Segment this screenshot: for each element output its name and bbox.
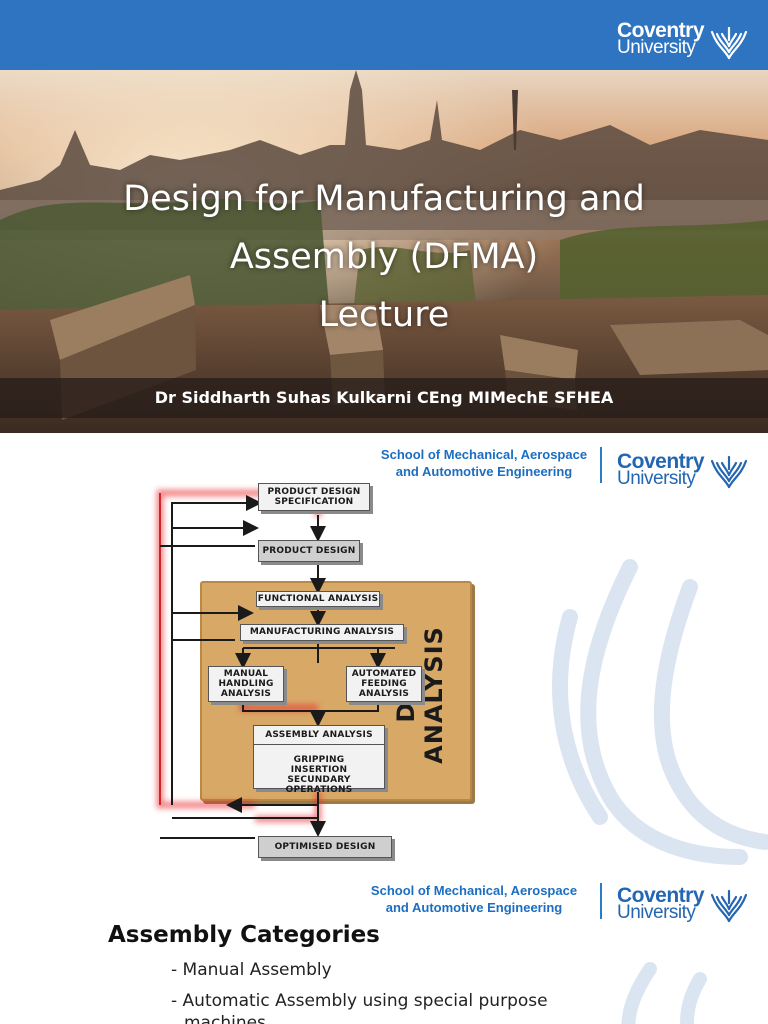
phoenix-icon bbox=[710, 455, 748, 489]
logo-word-coventry: Coventry bbox=[617, 884, 705, 907]
author-name: Dr Siddharth Suhas Kulkarni CEng MIMechE… bbox=[154, 388, 614, 407]
header-divider bbox=[600, 883, 602, 919]
coventry-university-logo: Coventry University bbox=[617, 451, 749, 493]
title-line-1: Design for Manufacturing and bbox=[123, 179, 645, 219]
phoenix-icon bbox=[710, 889, 748, 923]
box-automated-feeding-analysis: AUTOMATED FEEDING ANALYSIS bbox=[346, 666, 422, 702]
slide-title: Design for Manufacturing and Assembly (D… bbox=[0, 170, 768, 344]
title-line-2: Assembly (DFMA) bbox=[229, 237, 539, 277]
logo-word-university: University bbox=[617, 37, 696, 58]
logo-word-university: University bbox=[617, 468, 696, 489]
school-line-2: and Automotive Engineering bbox=[395, 464, 573, 479]
logo-word-coventry: Coventry bbox=[617, 19, 705, 42]
author-band bbox=[0, 378, 768, 418]
coventry-university-logo: Coventry University bbox=[617, 20, 749, 62]
box-product-design: PRODUCT DESIGN bbox=[258, 540, 360, 562]
slide-heading: Assembly Categories bbox=[108, 922, 380, 948]
title-line-3: Lecture bbox=[318, 295, 450, 335]
box-optimised-design: OPTIMISED DESIGN bbox=[258, 836, 392, 858]
school-line-1: School of Mechanical, Aerospace bbox=[370, 883, 578, 898]
dfa-flowchart-slide: School of Mechanical, Aerospace and Auto… bbox=[0, 433, 768, 867]
flame-watermark-icon bbox=[552, 559, 768, 865]
school-line-2: and Automotive Engineering bbox=[385, 900, 563, 915]
header-divider bbox=[600, 447, 602, 483]
box-manufacturing-analysis: MANUFACTURING ANALYSIS bbox=[240, 624, 404, 641]
school-name: School of Mechanical, Aerospace and Auto… bbox=[362, 882, 586, 916]
box-manual-handling-analysis: MANUAL HANDLING ANALYSIS bbox=[208, 666, 284, 702]
list-item: machines bbox=[184, 1013, 266, 1024]
logo-word-university: University bbox=[617, 902, 696, 923]
assembly-categories-slide: School of Mechanical, Aerospace and Auto… bbox=[0, 867, 768, 1024]
title-slide: Coventry University bbox=[0, 0, 768, 433]
coventry-university-logo: Coventry University bbox=[617, 885, 749, 927]
list-item: - Automatic Assembly using special purpo… bbox=[171, 991, 548, 1011]
box-assembly-analysis: ASSEMBLY ANALYSIS GRIPPING INSERTION SEC… bbox=[253, 725, 385, 795]
flowchart-connectors bbox=[156, 489, 395, 839]
flame-watermark-icon bbox=[621, 962, 707, 1024]
phoenix-icon bbox=[710, 26, 748, 60]
slide-header-bar bbox=[0, 0, 768, 70]
school-line-1: School of Mechanical, Aerospace bbox=[380, 447, 588, 462]
logo-word-coventry: Coventry bbox=[617, 450, 705, 473]
list-item: - Manual Assembly bbox=[171, 960, 332, 980]
box-product-design-specification: PRODUCT DESIGN SPECIFICATION bbox=[258, 483, 370, 511]
box-functional-analysis: FUNCTIONAL ANALYSIS bbox=[256, 591, 380, 607]
school-name: School of Mechanical, Aerospace and Auto… bbox=[372, 446, 596, 480]
assembly-analysis-title: ASSEMBLY ANALYSIS bbox=[254, 726, 384, 745]
